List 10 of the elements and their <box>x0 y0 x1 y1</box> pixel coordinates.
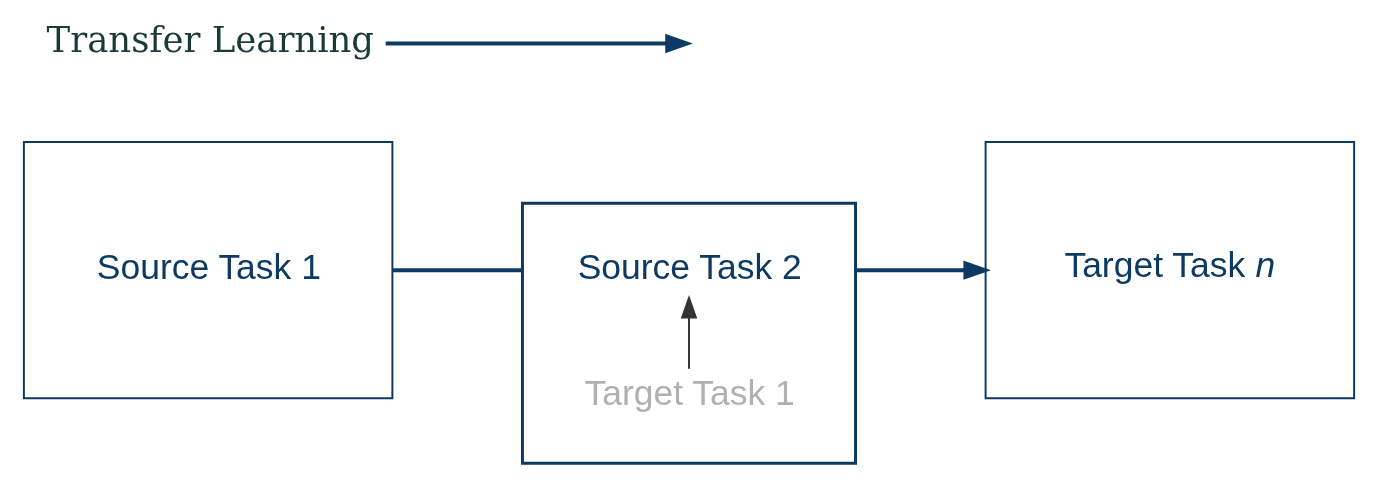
node-box: Target Task n <box>984 141 1355 400</box>
node-box: Source Task 1 <box>22 141 393 400</box>
connector <box>391 268 522 273</box>
arrow <box>385 33 693 54</box>
cluster <box>520 201 857 465</box>
node-text: Source Task 2 <box>577 246 802 287</box>
arrow <box>680 294 697 370</box>
arrow <box>855 260 991 280</box>
node-text: Target Task 1 <box>584 372 795 413</box>
node-text: Transfer Learning <box>46 19 374 61</box>
